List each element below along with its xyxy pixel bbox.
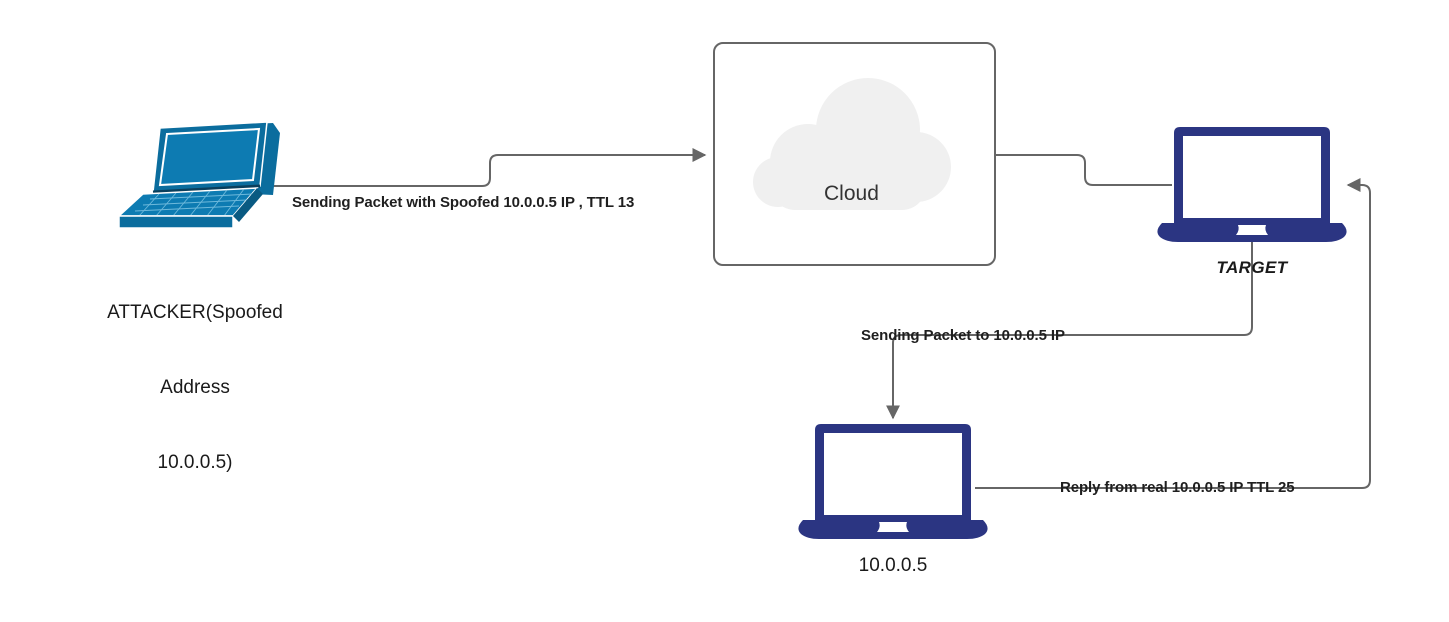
edge-label-attacker-to-cloud: Sending Packet with Spoofed 10.0.0.5 IP … [292, 194, 635, 211]
edge-attacker-to-cloud [263, 148, 707, 187]
edge-label-target-to-victim: Sending Packet to 10.0.0.5 IP [861, 327, 1065, 344]
node-attacker[interactable] [105, 120, 285, 230]
attacker-label-line-2: Address [160, 377, 230, 398]
node-target[interactable] [1152, 125, 1352, 245]
laptop-front-icon [798, 424, 988, 539]
victim-label: 10.0.0.5 [858, 555, 928, 576]
edge-label-victim-to-target-reply: Reply from real 10.0.0.5 IP TTL 25 [1060, 479, 1295, 496]
edge-target-to-victim [886, 240, 1253, 420]
attacker-label-line-1: ATTACKER(Spoofed [107, 302, 283, 323]
attacker-label: ATTACKER(Spoofed Address 10.0.0.5) [60, 250, 330, 525]
target-label: TARGET [1216, 258, 1288, 277]
edge-victim-to-target-reply [975, 178, 1371, 489]
cloud-label: Cloud [824, 182, 879, 205]
node-cloud[interactable]: Cloud [713, 42, 996, 266]
laptop-front-icon [1157, 127, 1347, 242]
node-victim[interactable] [793, 422, 993, 542]
cloud-icon [753, 78, 951, 210]
laptop-isometric-icon [117, 121, 280, 229]
attacker-label-line-3: 10.0.0.5) [157, 452, 233, 473]
edge-cloud-to-target [996, 154, 1172, 186]
